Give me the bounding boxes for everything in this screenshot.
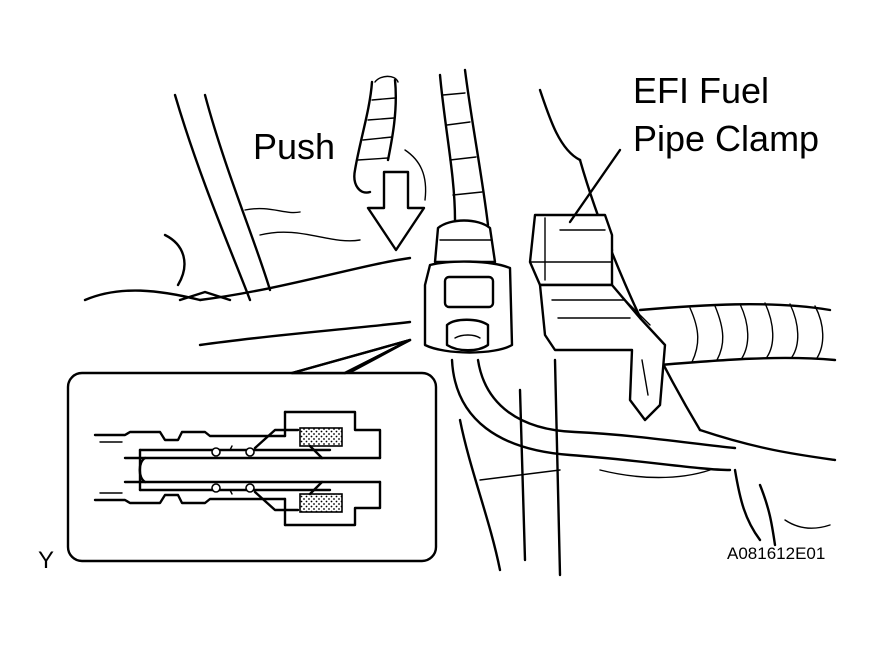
background-parts xyxy=(83,68,837,577)
clamp-label-line1: EFI Fuel xyxy=(633,70,770,111)
corner-mark: Y xyxy=(38,547,55,574)
figure-code: A081612E01 xyxy=(727,544,826,563)
clamp-leader-line xyxy=(568,148,622,224)
clamp-label-line2: Pipe Clamp xyxy=(633,118,820,159)
efi-fuel-pipe-clamp xyxy=(528,213,667,422)
fuel-line xyxy=(450,358,737,472)
push-arrow xyxy=(366,170,426,252)
quick-connector xyxy=(423,219,514,354)
detail-inset-frame xyxy=(66,371,438,563)
push-label: Push xyxy=(253,126,336,167)
connector-cross-section xyxy=(93,410,382,527)
